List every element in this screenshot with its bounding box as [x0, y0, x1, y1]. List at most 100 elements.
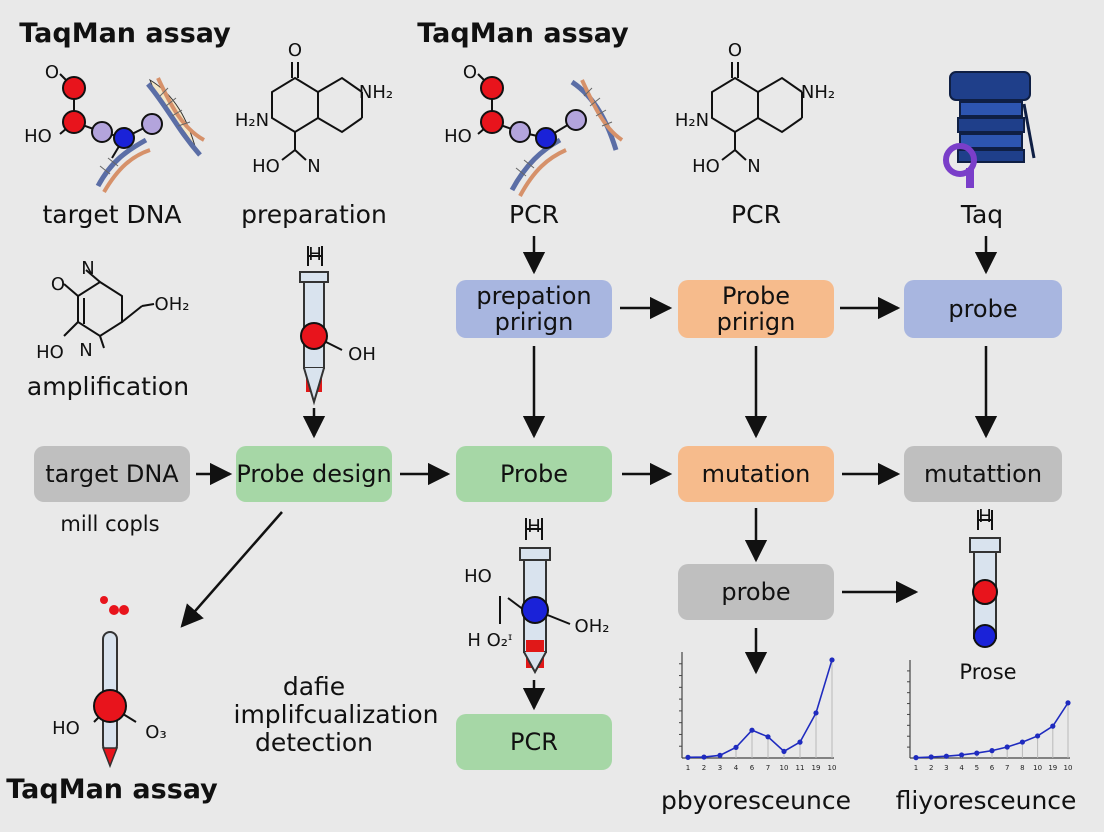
x-tick-label: 3	[944, 764, 948, 772]
atom-ho-6: HO	[464, 566, 492, 587]
data-point	[717, 752, 723, 758]
x-tick-label: 10	[1064, 764, 1073, 772]
title-center: TaqMan assay	[417, 18, 629, 49]
box-mutattion: mutattion	[904, 446, 1062, 502]
x-tick-label: 10	[1033, 764, 1042, 772]
box-target-dna: target DNA	[34, 446, 190, 502]
label-preparation: preparation	[241, 200, 387, 229]
box-probe-top-right: probe	[904, 280, 1062, 338]
label-detection-1: dafie	[282, 672, 346, 701]
atom-o-1: O	[44, 62, 60, 83]
data-point	[1065, 700, 1071, 706]
atom-o-2: O	[287, 40, 303, 61]
taq-enzyme-icon	[943, 71, 1036, 188]
data-point	[974, 750, 980, 756]
test-tube-icon-3	[969, 510, 1001, 648]
label-taq: Taq	[960, 200, 1004, 229]
atom-h2n-1: H₂N	[234, 110, 270, 131]
x-tick-label: 8	[1020, 764, 1024, 772]
data-point	[943, 753, 950, 759]
molecule-dna-icon-2	[477, 73, 624, 197]
atom-h2n-2: H₂N	[674, 110, 710, 131]
data-point	[829, 657, 835, 663]
data-point	[928, 754, 934, 760]
atom-nh2-1: NH₂	[358, 82, 394, 103]
test-tube-icon-1	[299, 246, 343, 406]
data-point	[701, 754, 707, 760]
label-target-dna: target DNA	[42, 200, 182, 229]
atom-ho-7: HO	[52, 718, 80, 739]
atom-o-3: O	[462, 62, 478, 83]
data-point	[765, 734, 771, 740]
box-probe-design: Probe design	[236, 446, 392, 502]
data-point	[813, 710, 819, 716]
atom-ho-4: HO	[692, 156, 720, 177]
data-point	[733, 744, 739, 751]
data-point	[781, 748, 787, 754]
atom-ho-2: HO	[252, 156, 280, 177]
x-tick-label: 2	[929, 764, 933, 772]
data-point	[989, 748, 995, 754]
atom-ho2: H O₂ᶦ	[467, 630, 513, 651]
box-mutation: mutation	[678, 446, 834, 502]
box-prepation-line2: prirign	[494, 308, 574, 336]
x-tick-label: 1	[686, 764, 690, 772]
x-tick-label: 2	[702, 764, 706, 772]
x-tick-label: 5	[975, 764, 979, 772]
ring-molecule-icon-2	[711, 62, 803, 161]
atom-o-5: O	[50, 274, 66, 295]
data-point	[1050, 723, 1056, 729]
x-tick-label: 11	[796, 764, 805, 772]
atom-ho-5: HO	[36, 342, 64, 363]
data-point	[1035, 733, 1041, 739]
x-tick-label: 6	[750, 764, 755, 772]
data-point	[685, 754, 691, 760]
data-point	[1004, 744, 1010, 750]
atom-h-3: H	[978, 506, 992, 527]
atom-n-3: N	[81, 258, 95, 279]
label-mill-copls: mill copls	[60, 512, 160, 536]
box-probe-gray: probe	[678, 564, 834, 620]
x-tick-label: 10	[828, 764, 837, 772]
data-point	[913, 755, 919, 761]
x-tick-label: 1	[914, 764, 918, 772]
x-tick-label: 7	[1005, 764, 1009, 772]
atom-o-4: O	[727, 40, 743, 61]
ring-molecule-icon-1	[271, 62, 363, 161]
atom-nh2-2: NH₂	[800, 82, 836, 103]
atom-oh2-2: OH₂	[574, 616, 610, 637]
flow-arrows	[180, 236, 998, 711]
label-pcr-right: PCR	[731, 200, 781, 229]
atom-n-1: N	[307, 156, 321, 177]
box-prepation-line1: prepation	[476, 281, 592, 310]
probe-pin-icon	[93, 596, 137, 769]
x-tick-label: 10	[780, 764, 789, 772]
data-point	[1019, 739, 1025, 745]
title-left: TaqMan assay	[19, 18, 231, 49]
title-bottom-left: TaqMan assay	[6, 774, 218, 805]
box-probe-prirign-line1: Probe	[721, 281, 791, 310]
x-tick-label: 19	[812, 764, 821, 772]
x-tick-label: 3	[718, 764, 722, 772]
box-probe-mid: Probe	[456, 446, 612, 502]
label-amplification: amplification	[26, 372, 190, 401]
label-prose: Prose	[959, 660, 1017, 684]
atom-o3: O₃	[145, 722, 167, 743]
atom-oh-1: OH	[348, 344, 376, 365]
series-line	[687, 659, 833, 759]
x-tick-label: 7	[766, 764, 770, 772]
label-detection-3: detection	[254, 728, 374, 757]
atom-oh2-1: OH₂	[154, 294, 190, 315]
box-probe-prirign-line2: prirign	[716, 308, 796, 336]
test-tube-icon-2	[499, 518, 571, 675]
data-point	[797, 739, 803, 745]
amplification-molecule-icon	[63, 269, 155, 349]
atom-h-1: H	[308, 244, 322, 265]
label-detection-2: implifcualization	[233, 700, 439, 729]
box-pcr-bottom: PCR	[456, 714, 612, 770]
